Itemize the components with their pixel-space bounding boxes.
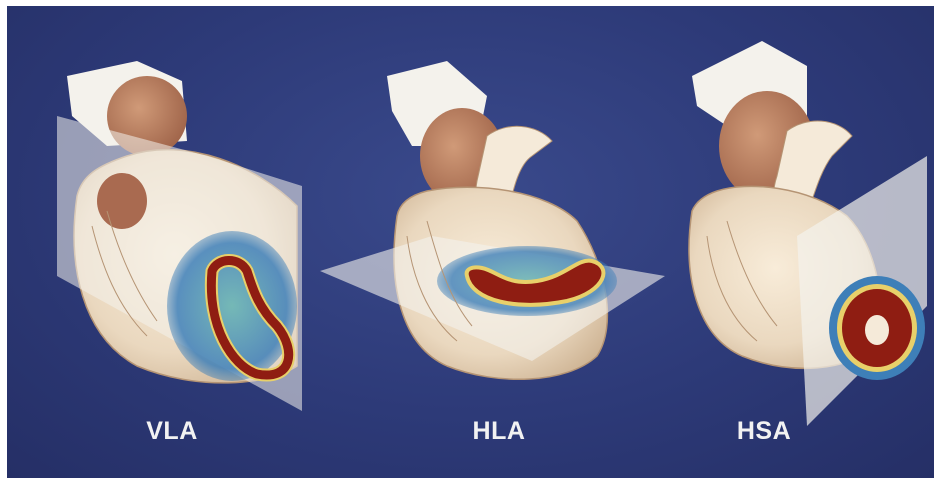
- vla-heart: [57, 61, 302, 411]
- hla-label: HLA: [439, 417, 559, 446]
- vla-label: VLA: [112, 417, 232, 446]
- vla-atrium: [97, 173, 147, 229]
- hsa-heart: [689, 41, 927, 426]
- hsa-label: HSA: [704, 417, 824, 446]
- heart-drawings: [7, 6, 934, 478]
- hla-heart: [320, 61, 665, 379]
- cardiac-illustration: VLA HLA HSA: [7, 6, 934, 478]
- hsa-cavity: [865, 315, 889, 345]
